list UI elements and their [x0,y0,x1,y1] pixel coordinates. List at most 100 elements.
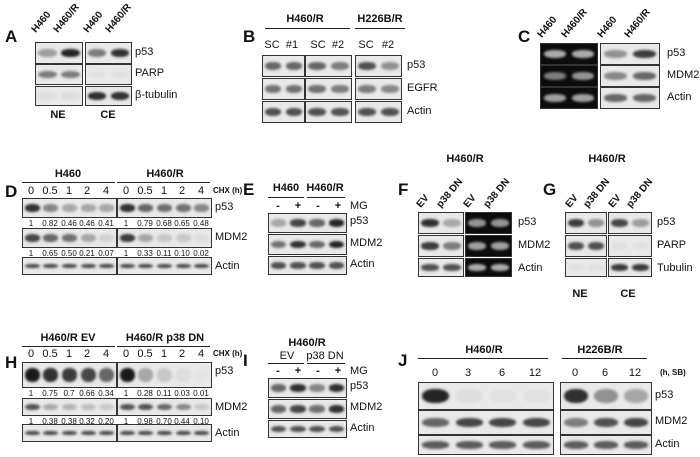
group-title: H460/R [465,344,503,356]
blot-c-gel [540,87,598,109]
protein-band [632,242,649,250]
mg-treatment-sign: - [316,365,320,377]
column-header: H460/R [51,1,82,35]
lane-label: 0 [27,185,35,197]
lane-label: EV [461,192,479,210]
blot-a-parp-ce [85,64,132,85]
blot-j-p53 [418,382,554,410]
mdm2-quantification: 1 [28,417,34,426]
lane-label: #1 [285,39,299,51]
lane-label: 4 [102,348,110,360]
protein-band [265,108,282,116]
protein-band [270,219,287,227]
protein-band [265,62,282,70]
lane-label: 2 [178,348,186,360]
protein-band [422,441,450,449]
protein-band [24,234,40,242]
protein-band [490,219,509,227]
protein-band [110,92,129,100]
column-header: H460 [29,9,54,36]
protein-band [489,389,516,403]
protein-band [624,388,648,404]
p53-quantification: 0.41 [98,219,114,228]
protein-band [99,431,115,435]
protein-band [443,264,461,271]
protein-band [380,85,399,93]
panel-title: H460/R [288,337,326,349]
blot-g [608,258,652,277]
group-underline [117,346,210,347]
blot-f [418,212,464,234]
blot-g [565,212,607,234]
protein-band [290,384,306,392]
blot-a-p53-ce [85,42,132,64]
group-underline [355,28,405,29]
protein-band [588,219,604,227]
protein-band [99,264,115,268]
panel-label-c: C [518,27,531,46]
protein-band [490,242,509,250]
protein-band [194,403,210,411]
protein-band [138,403,154,411]
protein-band [455,417,483,428]
protein-band [309,384,325,392]
protein-band [119,367,135,383]
protein-band [110,49,129,57]
mdm2-quantification: 0.33 [137,249,153,258]
protein-band [157,234,172,242]
protein-band [588,264,604,271]
protein-band [421,264,439,271]
protein-band [328,219,345,227]
protein-band [309,405,325,413]
group-title: H460 [54,168,82,180]
lane-label: SC [264,39,280,51]
panel-title: H460/R [446,153,484,165]
mdm2-quantification: 0.38 [61,417,77,426]
protein-band [157,431,172,435]
panel-label-f: F [398,180,409,199]
blot-b [355,78,402,100]
row-label: Actin [215,260,240,272]
blot-c [600,65,660,87]
fraction-label-ce: CE [620,288,636,300]
blot-e-actin [268,256,347,275]
protein-band [61,49,80,57]
panel-label-i: I [243,351,248,370]
panel-label-e: E [243,180,255,199]
blot-b [355,55,402,77]
protein-band [194,264,210,268]
lane-label: #2 [331,39,345,51]
p53-quantification: 0.79 [137,219,153,228]
lane-label: p38 DN [481,176,513,210]
protein-band [490,264,509,271]
protein-band [603,72,628,80]
mg-treatment-sign: + [334,365,342,377]
protein-band [328,405,345,413]
group-underline [307,197,345,198]
protein-band [62,204,77,212]
protein-band [523,389,550,403]
group-title: H460/R [146,168,184,180]
protein-band [138,431,154,435]
lane-label: 2 [178,185,186,197]
panel-label-b: B [243,27,256,46]
mdm2-quantification: 0.98 [137,417,153,426]
panel-title: H460/R [588,153,626,165]
protein-band [24,264,40,268]
protein-band [43,431,59,435]
row-label: MDM2 [655,415,688,427]
mdm2-quantification: 0.70 [156,417,172,426]
lane-label: 2 [83,185,91,197]
protein-band [330,85,349,93]
row-label: Actin [518,262,543,274]
lane-label: 12 [528,367,542,379]
protein-band [285,108,302,116]
protein-band [380,108,399,116]
lane-label: 0 [122,348,130,360]
protein-band [422,417,450,428]
lane-label: 12 [628,367,642,379]
blot-g [608,212,652,234]
blot-e-mdm2 [268,234,347,255]
protein-band [489,417,517,428]
fraction-label-ne: NE [572,288,588,300]
